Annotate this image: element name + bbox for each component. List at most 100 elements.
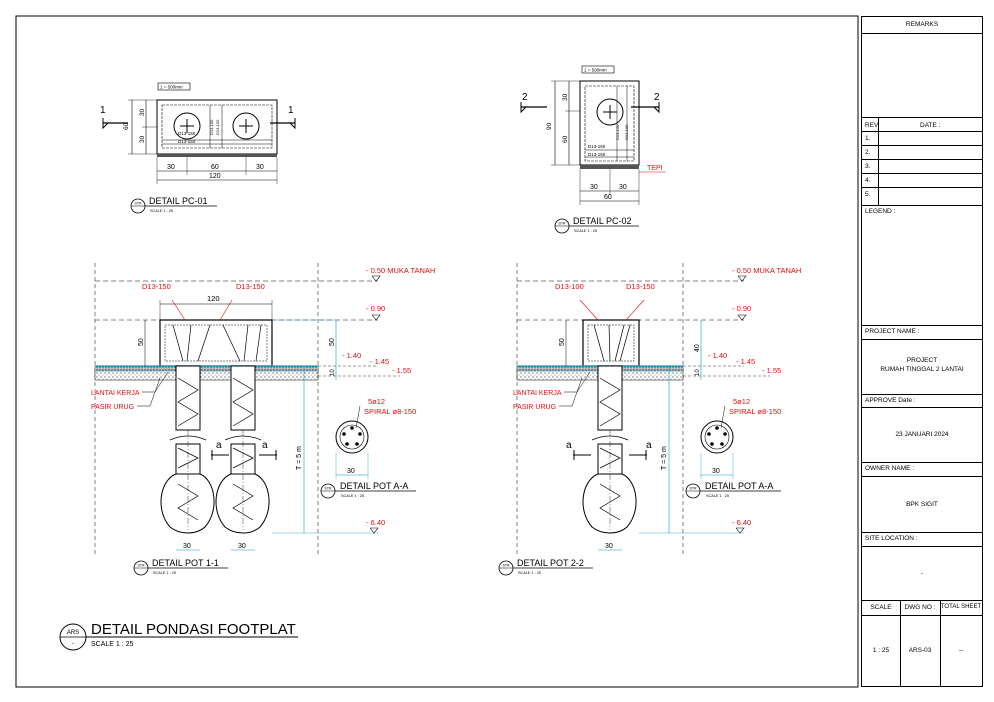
pc01-title: DETAIL PC-01 xyxy=(149,196,208,206)
pot11-dim-10: 10 xyxy=(330,369,336,376)
potaa2-tag: STR xyxy=(690,487,697,491)
remarks-label: REMARKS xyxy=(905,21,939,28)
pc02-dim-v2: 60 xyxy=(562,135,569,143)
pot22-dim-50: 50 xyxy=(559,338,566,346)
pc02-scale: SCALE 1 : 25 xyxy=(574,229,597,233)
project-name-label: PROJECT NAME : xyxy=(865,328,920,335)
potaa2-spiral: SPIRAL ø8-150 xyxy=(729,407,781,416)
pc01-dim-h3: 30 xyxy=(256,164,264,171)
legend-label: LEGEND : xyxy=(865,208,896,215)
pot22-level-090: - 0.90 xyxy=(732,304,751,313)
approve-date: 23 JANUARI 2024 xyxy=(895,431,949,438)
pot11-title: DETAIL POT 1-1 xyxy=(152,558,219,568)
detail-pot-a-a-2: 5ø12 SPIRAL ø8-150 30 STR DETAIL POT A-A… xyxy=(685,397,781,499)
detail-pot-2-2: - 0.50 MUKA TANAH - 0.90 D13-100 D13-150… xyxy=(498,263,801,576)
dwg-value: ARS-03 xyxy=(908,647,932,654)
pot22-tag: STR xyxy=(503,564,510,568)
main-tag-2: - xyxy=(72,641,74,647)
pot22-scale: SCALE 1 : 25 xyxy=(518,571,541,575)
pot22-pile-width: 30 xyxy=(605,543,613,550)
main-scale: SCALE 1 : 25 xyxy=(91,641,134,648)
pot11-level-145: - 1.45 xyxy=(370,357,389,366)
pc02-dim-h1: 30 xyxy=(590,184,598,191)
rev-row-5: 5. xyxy=(865,191,871,198)
potaa2-dia: 30 xyxy=(712,468,720,475)
rev-row-1: 1. xyxy=(865,135,871,142)
pc01-section-right: 1 xyxy=(288,105,294,116)
detail-pot-1-1: - 0.50 MUKA TANAH - 0.90 D13-150 D13-150… xyxy=(91,263,435,576)
pot22-level-640: - 6.40 xyxy=(732,518,751,527)
pot11-dim-50-left: 50 xyxy=(138,338,145,346)
pot11-tag: STR xyxy=(138,564,145,568)
pc02-section-right: 2 xyxy=(654,92,660,103)
scale-value: 1 : 25 xyxy=(872,647,890,654)
pot22-rebar-left: D13-100 xyxy=(555,282,584,291)
rev-row-2: 2. xyxy=(865,149,871,156)
pot22-level-145: - 1.45 xyxy=(736,357,755,366)
detail-pc-02: D13-150 D13-150 D13-150 D13-100 1 = 500m… xyxy=(520,65,666,234)
potaa2-scale: SCALE 1 : 25 xyxy=(706,494,729,498)
drawing-frame xyxy=(15,15,859,688)
pc02-section-left: 2 xyxy=(522,92,528,103)
pc01-note: 1 = 500mm xyxy=(160,85,183,90)
project-line-2: RUMAH TINGGAL 2 LANTAI xyxy=(880,366,964,373)
rev-row-4: 4. xyxy=(865,177,871,184)
pot11-rebar-left: D13-150 xyxy=(142,282,171,291)
pot22-level-140: - 1.40 xyxy=(708,351,727,360)
pot11-width: 120 xyxy=(207,294,220,303)
pot11-level-muka-tanah: - 0.50 MUKA TANAH xyxy=(366,266,435,275)
pot11-section-a-right: a xyxy=(262,440,268,451)
main-title: DETAIL PONDASI FOOTPLAT xyxy=(91,621,296,638)
pot22-pasir-urug: PASIR URUG xyxy=(513,404,556,411)
pc02-dim-v-total: 90 xyxy=(546,122,553,130)
site-location-label: SITE LOCATION : xyxy=(865,535,918,542)
dwg-label: DWG NO : xyxy=(904,604,936,611)
pc01-dim-h1: 30 xyxy=(167,164,175,171)
potaa1-scale: SCALE 1 : 25 xyxy=(341,494,364,498)
pc02-title: DETAIL PC-02 xyxy=(573,216,632,226)
potaa1-spiral: SPIRAL ø8-150 xyxy=(364,407,416,416)
pot11-level-140: - 1.40 xyxy=(342,351,361,360)
pc02-rebar-label: D13-150 xyxy=(588,144,606,149)
pot22-section-a-left: a xyxy=(566,440,572,451)
pot11-pile-width-2: 30 xyxy=(238,543,246,550)
pc02-rebar-label-2: D13-150 xyxy=(588,152,606,157)
scale-label: SCALE xyxy=(870,604,892,611)
pot11-scale: SCALE 1 : 25 xyxy=(153,571,176,575)
pc01-rebar-label-v: D13-100 xyxy=(209,119,214,135)
total-sheet-label: TOTAL SHEET xyxy=(940,604,982,610)
pc01-rebar-label: D13-150 xyxy=(178,131,196,136)
pot22-level-muka-tanah: - 0.50 MUKA TANAH xyxy=(732,266,801,275)
pc01-section-left: 1 xyxy=(100,105,106,116)
pc02-tag: STR xyxy=(559,222,566,226)
pc02-tepi: TEPI xyxy=(647,165,663,172)
pc01-dim-total: 120 xyxy=(209,173,221,180)
pot11-section-a-left: a xyxy=(216,440,222,451)
pot11-pasir-urug: PASIR URUG xyxy=(91,404,134,411)
potaa1-dia: 30 xyxy=(347,468,355,475)
pot22-dim-10: 10 xyxy=(695,369,701,376)
detail-pot-a-a-1: 5ø12 SPIRAL ø8-150 30 STR DETAIL POT A-A… xyxy=(320,397,416,499)
title-block: REMARKS REV. DATE : 1. 2. 3. 4. 5. LEGEN… xyxy=(861,16,983,687)
site-location: - xyxy=(920,570,924,577)
pot22-level-155: - 1.55 xyxy=(762,366,781,375)
pc01-dim-v-total: 60 xyxy=(123,122,130,130)
pc01-dim-v1: 30 xyxy=(139,108,146,116)
total-sheet-value: -- xyxy=(958,647,964,654)
pot11-dim-50-right: 50 xyxy=(329,338,336,346)
pc02-dim-h2: 30 xyxy=(619,184,627,191)
rev-label: REV. xyxy=(865,122,880,129)
main-tag: ARS xyxy=(67,630,79,636)
pc02-rebar-label-v: D13-150 xyxy=(615,124,620,140)
potaa1-title: DETAIL POT A-A xyxy=(340,481,408,491)
pot11-level-155: - 1.55 xyxy=(392,366,411,375)
main-title-block: ARS - DETAIL PONDASI FOOTPLAT SCALE 1 : … xyxy=(59,621,298,651)
pc02-dim-v1: 30 xyxy=(562,93,569,101)
potaa2-bars: 5ø12 xyxy=(733,397,750,406)
pot22-lantai-kerja: LANTAI KERJA xyxy=(513,390,562,397)
pot22-title: DETAIL POT 2-2 xyxy=(517,558,584,568)
approve-label: APPROVE Date : xyxy=(865,397,916,404)
pc01-dim-v2: 30 xyxy=(139,135,146,143)
pot11-pile-width-1: 30 xyxy=(183,543,191,550)
